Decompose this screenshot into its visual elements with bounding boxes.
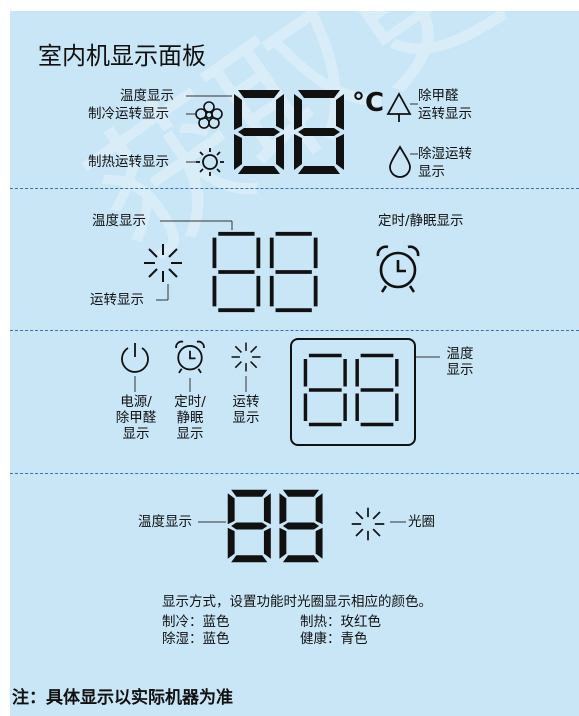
p3-run-label-2: 显示 bbox=[232, 410, 260, 426]
p4-heat-color: 制热：玫红色 bbox=[300, 614, 381, 630]
p3-timer-label: 定时/ 静眠 显示 bbox=[170, 394, 210, 442]
snowflake-icon bbox=[195, 101, 223, 129]
tree-icon bbox=[386, 92, 412, 122]
p4-dehum-color: 除湿：蓝色 bbox=[162, 631, 230, 647]
p1-cool-label: 制冷运转显示 bbox=[88, 106, 169, 122]
p3-temp-label: 温度 显示 bbox=[440, 346, 480, 378]
footnote: 注：具体显示以实际机器为准 bbox=[12, 688, 233, 708]
p3-temp-label-2: 显示 bbox=[446, 362, 474, 378]
p3-timer-label-3: 显示 bbox=[176, 426, 204, 442]
p3-run-label-1: 运转 bbox=[232, 394, 260, 410]
p3-temp-label-1: 温度 bbox=[446, 346, 474, 362]
p4-description: 显示方式，设置功能时光圈显示相应的颜色。 bbox=[162, 594, 432, 610]
divider-1 bbox=[10, 188, 579, 189]
p3-power-label: 电源/ 除甲醛 显示 bbox=[112, 394, 160, 442]
p4-digit-display bbox=[227, 489, 323, 563]
p4-cool-color: 制冷：蓝色 bbox=[162, 614, 230, 630]
drop-icon bbox=[389, 145, 411, 178]
p3-timer-label-1: 定时/ bbox=[174, 394, 206, 410]
p1-dehum-label-1: 除湿运转 bbox=[418, 146, 472, 162]
power-icon bbox=[121, 343, 149, 373]
p3-power-label-1: 电源/ bbox=[120, 394, 152, 410]
p2-timer-label: 定时/静眠显示 bbox=[378, 213, 464, 229]
p1-temp-label: 温度显示 bbox=[120, 88, 174, 104]
divider-3 bbox=[10, 473, 579, 474]
p1-digit-display bbox=[234, 90, 344, 174]
page-title: 室内机显示面板 bbox=[38, 42, 206, 70]
p1-heat-label: 制热运转显示 bbox=[88, 154, 169, 170]
p4-temp-label: 温度显示 bbox=[138, 514, 192, 530]
divider-2 bbox=[10, 330, 579, 331]
sun-icon bbox=[196, 148, 224, 176]
p3-digit-frame bbox=[290, 338, 416, 446]
p3-run-label: 运转 显示 bbox=[226, 394, 266, 426]
p1-dehum-label-2: 显示 bbox=[418, 164, 445, 180]
celsius-icon: °C bbox=[352, 88, 385, 118]
p4-halo-label: 光圈 bbox=[408, 514, 435, 530]
p2-temp-label: 温度显示 bbox=[92, 213, 146, 229]
run-burst-icon bbox=[231, 342, 261, 372]
p3-timer-label-2: 静眠 bbox=[176, 410, 204, 426]
p1-formaldehyde-label-2: 运转显示 bbox=[418, 106, 472, 122]
p2-digit-display bbox=[212, 231, 318, 313]
p3-power-label-3: 显示 bbox=[122, 426, 150, 442]
p2-run-label: 运转显示 bbox=[90, 292, 144, 308]
p4-health-color: 健康：青色 bbox=[300, 631, 368, 647]
halo-burst-icon bbox=[351, 507, 385, 541]
alarm-clock-icon bbox=[376, 245, 420, 293]
p3-digit-display bbox=[303, 353, 399, 427]
p3-power-label-2: 除甲醛 bbox=[115, 410, 157, 426]
burst-icon bbox=[144, 244, 182, 282]
p1-formaldehyde-label-1: 除甲醛 bbox=[418, 88, 459, 104]
timer-clock-icon bbox=[175, 340, 205, 374]
